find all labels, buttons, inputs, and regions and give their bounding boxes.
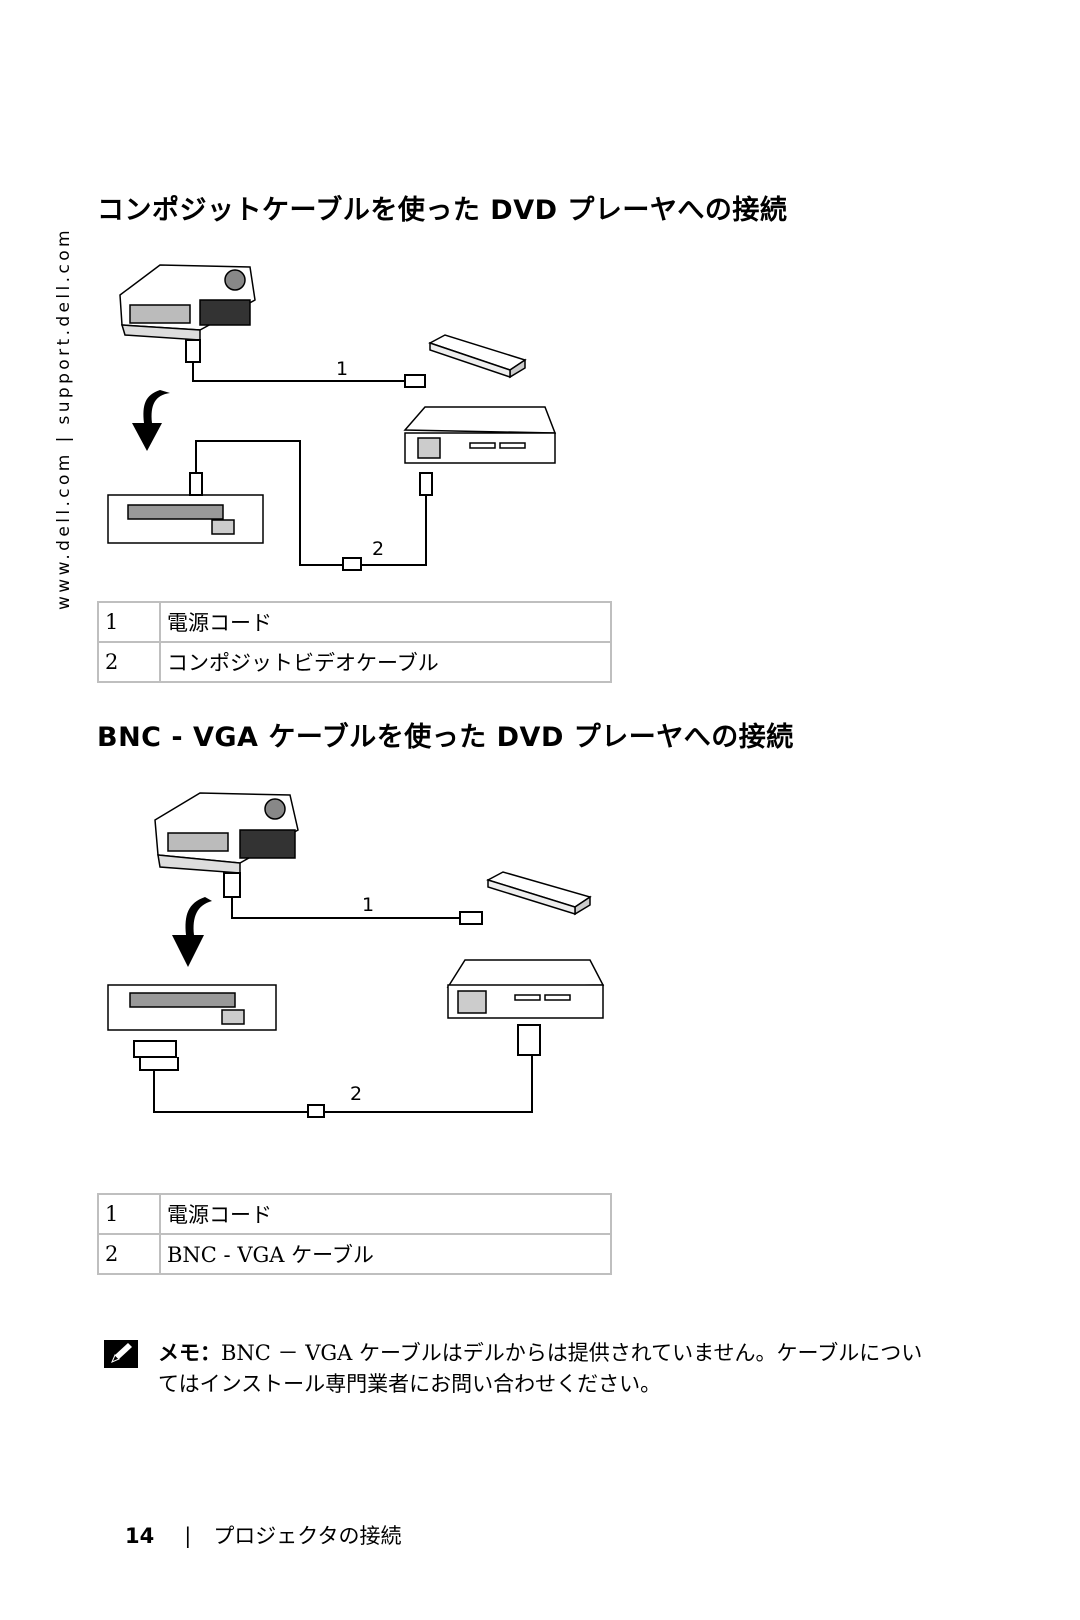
table-row: 2 コンポジットビデオケーブル [97,641,612,683]
down-arrow-icon [172,897,212,967]
page-number: 14 [125,1524,155,1548]
footer-separator: | [184,1524,192,1548]
table-row: 2 BNC - VGA ケーブル [97,1233,612,1275]
side-url: www.dell.com | support.dell.com [54,227,74,610]
legend-text: 電源コード [159,601,612,643]
page-footer: 14 | プロジェクタの接続 [125,1520,401,1550]
table-row: 1 電源コード [97,1193,612,1235]
power-strip-illustration [486,871,592,916]
down-arrow-icon [132,390,170,451]
diagram1-label-2: 2 [372,538,384,560]
section1-heading: コンポジットケーブルを使った DVD プレーヤへの接続 [97,195,788,226]
legend-text: 電源コード [159,1193,612,1235]
section2-heading: BNC - VGA ケーブルを使った DVD プレーヤへの接続 [97,722,794,753]
diagram2-label-2: 2 [350,1083,362,1105]
note-label: メモ： [158,1341,221,1365]
diagram2-label-1: 1 [362,894,374,916]
table-row: 1 電源コード [97,601,612,643]
projector-back-panel-illustration [107,494,264,544]
dvd-player-illustration [446,959,605,1019]
legend-text: コンポジットビデオケーブル [159,641,612,683]
dvd-player-illustration [403,406,557,464]
projector-back-panel-illustration [107,984,277,1031]
legend-table-1: 1 電源コード 2 コンポジットビデオケーブル [97,601,612,683]
note-body: BNC － VGA ケーブルはデルからは提供されていません。ケーブルについてはイ… [158,1341,923,1396]
note-text: メモ：BNC － VGA ケーブルはデルからは提供されていません。ケーブルについ… [158,1338,938,1400]
diagram1-label-1: 1 [336,358,348,380]
legend-text: BNC - VGA ケーブル [159,1233,612,1275]
chapter-title: プロジェクタの接続 [213,1524,402,1548]
note-pencil-icon [104,1340,138,1368]
bnc-vga-connection-diagram: 1 2 [107,792,605,1118]
legend-number: 1 [97,601,161,643]
legend-number: 2 [97,1233,161,1275]
power-strip-illustration [428,334,527,379]
composite-connection-diagram: 1 2 [107,264,557,571]
projector-illustration [154,792,299,874]
projector-illustration [119,264,256,341]
legend-table-2: 1 電源コード 2 BNC - VGA ケーブル [97,1193,612,1275]
legend-number: 1 [97,1193,161,1235]
legend-number: 2 [97,641,161,683]
